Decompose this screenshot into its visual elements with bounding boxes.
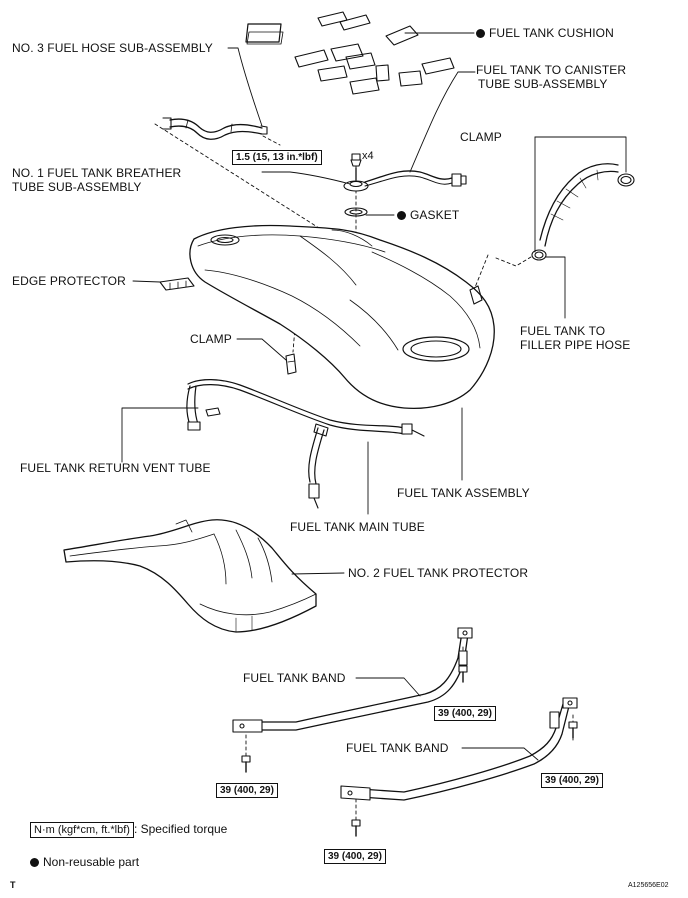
- filler-pipe-hose: [539, 163, 619, 247]
- label-breather-tube: NO. 1 FUEL TANK BREATHER TUBE SUB-ASSEMB…: [12, 166, 182, 194]
- figure-id: A125656E02: [628, 882, 669, 889]
- leader-lines: [121, 32, 627, 761]
- fuel-tubes: [186, 379, 425, 509]
- fuel-tank-body: [189, 224, 495, 410]
- label-return-vent-tube: FUEL TANK RETURN VENT TUBE: [20, 461, 211, 475]
- edge-protector: [159, 277, 195, 291]
- label-fuel-tank-cushion: FUEL TANK CUSHION: [476, 26, 614, 40]
- label-no3-fuel-hose: NO. 3 FUEL HOSE SUB-ASSEMBLY: [12, 41, 213, 55]
- corner-mark: T: [10, 880, 16, 890]
- fuel-tank-band-2: [340, 697, 578, 801]
- fuel-tank-cushions: [245, 11, 455, 95]
- label-no2-protector: NO. 2 FUEL TANK PROTECTOR: [348, 566, 529, 580]
- breather-bolt-icon: [351, 153, 361, 161]
- label-fuel-tank-band-2: FUEL TANK BAND: [346, 741, 449, 755]
- legend-torque-unit: N·m (kgf*cm, ft.*lbf): [30, 822, 134, 838]
- label-fuel-tank-assembly: FUEL TANK ASSEMBLY: [397, 486, 530, 500]
- legend-specified-torque: N·m (kgf*cm, ft.*lbf): Specified torque: [30, 822, 227, 838]
- label-gasket: GASKET: [397, 208, 459, 222]
- no2-fuel-tank-protector: [63, 519, 317, 633]
- torque-band1-rear: 39 (400, 29): [434, 706, 496, 721]
- label-clamp-lower: CLAMP: [190, 332, 232, 346]
- torque-band1-front: 39 (400, 29): [216, 783, 278, 798]
- non-reusable-dot-icon: [476, 29, 485, 38]
- label-edge-protector: EDGE PROTECTOR: [12, 274, 126, 288]
- band-bolts: [241, 665, 578, 837]
- label-clamp-upper: CLAMP: [460, 130, 502, 144]
- clamp-lower: [285, 353, 297, 375]
- torque-breather-bolt: 1.5 (15, 13 in.*lbf): [232, 150, 322, 165]
- fuel-tank-band-1: [232, 627, 473, 733]
- clamp-upper: [531, 173, 635, 261]
- non-reusable-dot-icon: [30, 858, 39, 867]
- bolt-quantity: x4: [362, 150, 374, 162]
- non-reusable-dot-icon: [397, 211, 406, 220]
- legend-non-reusable: Non-reusable part: [30, 855, 139, 869]
- torque-band2-rear: 39 (400, 29): [541, 773, 603, 788]
- label-fuel-tank-main-tube: FUEL TANK MAIN TUBE: [290, 520, 425, 534]
- label-filler-pipe-hose: FUEL TANK TO FILLER PIPE HOSE: [520, 324, 631, 352]
- torque-band2-front: 39 (400, 29): [324, 849, 386, 864]
- label-fuel-tank-band-1: FUEL TANK BAND: [243, 671, 346, 685]
- label-canister-tube: FUEL TANK TO CANISTER TUBE SUB-ASSEMBLY: [476, 63, 627, 91]
- no3-fuel-hose: [162, 117, 268, 140]
